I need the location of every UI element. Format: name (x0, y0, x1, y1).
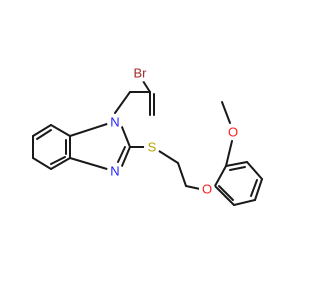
c2-n3-double (117, 146, 126, 163)
s-ch2-bond (158, 150, 179, 164)
sulfur-label-bg (144, 139, 160, 155)
nitrogen-1-label: N (110, 115, 119, 130)
bromine-label: Br (134, 66, 148, 81)
n1-c2-bond (121, 126, 131, 148)
c3a-n3-bond (69, 157, 108, 170)
ether-oxygen-label-bg (199, 181, 215, 197)
aryl-bond-1 (214, 165, 227, 187)
ch2-ch2-bond (177, 162, 187, 187)
benzo-double-1 (36, 129, 52, 140)
bromine-label-bg (131, 64, 149, 82)
aryl-bond-6 (214, 185, 235, 206)
methoxy-oxygen-label-bg (225, 124, 241, 140)
nitrogen-3-label: N (110, 164, 119, 179)
aryl-double-1 (229, 166, 246, 171)
aryl-omethyl-bond (225, 140, 233, 167)
aryl-double-3 (218, 185, 234, 201)
aryl-double-2 (250, 179, 258, 197)
aryl-bond-5 (233, 199, 256, 206)
sulfur-label: S (148, 140, 157, 155)
cbr-br-bond (142, 80, 151, 93)
n3-label-bg (107, 163, 123, 179)
bond-layer (32, 80, 263, 206)
benzo-bond-1 (32, 124, 52, 137)
methoxy-oxygen-label: O (228, 125, 238, 140)
benzo-double-2 (50, 156, 66, 165)
benzo-bond-4 (50, 157, 71, 170)
benzo-bond-2 (50, 124, 71, 137)
aryl-bond-3 (246, 161, 263, 180)
n1-ch2-bond (114, 91, 131, 114)
molecule-diagram: Br N N S O O (32, 64, 263, 206)
benzo-bond-5 (32, 157, 52, 170)
atom-label-layer: Br N N S O O (107, 64, 241, 197)
ch2-o-bond (185, 185, 201, 190)
c7a-n1-bond (69, 123, 108, 137)
ether-oxygen-label: O (202, 182, 212, 197)
c2-n3-bond (121, 146, 131, 167)
o-methyl-bond (221, 101, 231, 124)
aryl-bond-4 (254, 178, 263, 201)
aryl-bond-2 (225, 161, 248, 167)
n1-label-bg (107, 114, 123, 130)
